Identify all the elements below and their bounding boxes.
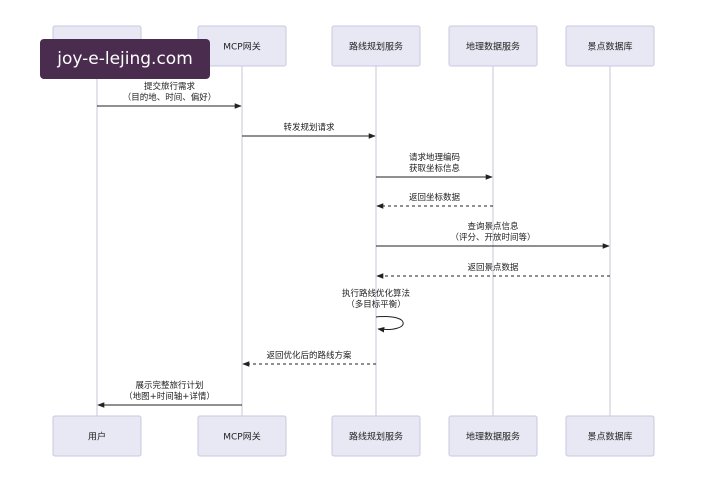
message-6: 返回景点数据 — [376, 262, 610, 279]
self-message-loop — [375, 315, 404, 333]
participant-label: 地理数据服务 — [466, 431, 520, 443]
message-label: 请求地理编码 — [409, 152, 460, 163]
participant-top-route: 路线规划服务 — [331, 25, 421, 67]
message-label: （目的地、时间、偏好） — [123, 92, 217, 103]
participant-box-bg — [448, 25, 538, 67]
participant-label: 路线规划服务 — [349, 41, 403, 53]
message-4: 返回坐标数据 — [376, 192, 493, 209]
message-label: 返回优化后的路线方案 — [266, 350, 352, 361]
message-label: 提交旅行需求 — [144, 81, 196, 92]
message-label: （地图+时间轴+详情） — [124, 391, 215, 402]
participant-label: 景点数据库 — [587, 41, 632, 53]
message-2: 转发规划请求 — [242, 122, 376, 139]
participant-top-geo: 地理数据服务 — [448, 25, 538, 67]
participant-label: MCP网关 — [223, 431, 260, 443]
message-label: 查询景点信息 — [467, 221, 519, 232]
message-label: 返回坐标数据 — [409, 192, 461, 203]
watermark-banner: joy-e-lejing.com — [40, 39, 210, 79]
message-label: 获取坐标信息 — [409, 163, 461, 174]
participant-top-gateway: MCP网关 — [197, 25, 287, 67]
watermark-text: joy-e-lejing.com — [57, 49, 193, 69]
message-7: 执行路线优化算法（多目标平衡） — [342, 288, 410, 333]
participant-bottom-geo: 地理数据服务 — [448, 415, 538, 457]
participant-box-bg — [448, 415, 538, 457]
participant-label: 路线规划服务 — [349, 431, 403, 443]
participant-bottom-gateway: MCP网关 — [197, 415, 287, 457]
message-label: 转发规划请求 — [283, 122, 335, 133]
message-label: 执行路线优化算法 — [342, 288, 410, 299]
participant-label: 用户 — [88, 431, 106, 443]
participant-label: MCP网关 — [223, 41, 260, 53]
participant-bottom-route: 路线规划服务 — [331, 415, 421, 457]
message-1: 提交旅行需求（目的地、时间、偏好） — [97, 81, 242, 109]
participant-top-poi: 景点数据库 — [565, 25, 655, 67]
message-label: 返回景点数据 — [467, 262, 519, 273]
participant-bottom-user: 用户 — [52, 415, 142, 457]
participant-box-bg — [565, 25, 655, 67]
participant-label: 地理数据服务 — [466, 41, 520, 53]
participant-box-bg — [331, 415, 421, 457]
participant-label: 景点数据库 — [587, 431, 632, 443]
message-5: 查询景点信息（评分、开放时间等） — [376, 221, 610, 249]
message-8: 返回优化后的路线方案 — [242, 350, 376, 367]
participant-box-bg — [331, 25, 421, 67]
message-label: 展示完整旅行计划 — [135, 380, 203, 391]
participant-box-bg — [565, 415, 655, 457]
message-label: （评分、开放时间等） — [450, 232, 535, 243]
participant-bottom-poi: 景点数据库 — [565, 415, 655, 457]
message-label: （多目标平衡） — [346, 299, 406, 310]
participant-box-bg — [52, 415, 142, 457]
participant-box-bg — [197, 415, 287, 457]
message-9: 展示完整旅行计划（地图+时间轴+详情） — [97, 380, 242, 408]
